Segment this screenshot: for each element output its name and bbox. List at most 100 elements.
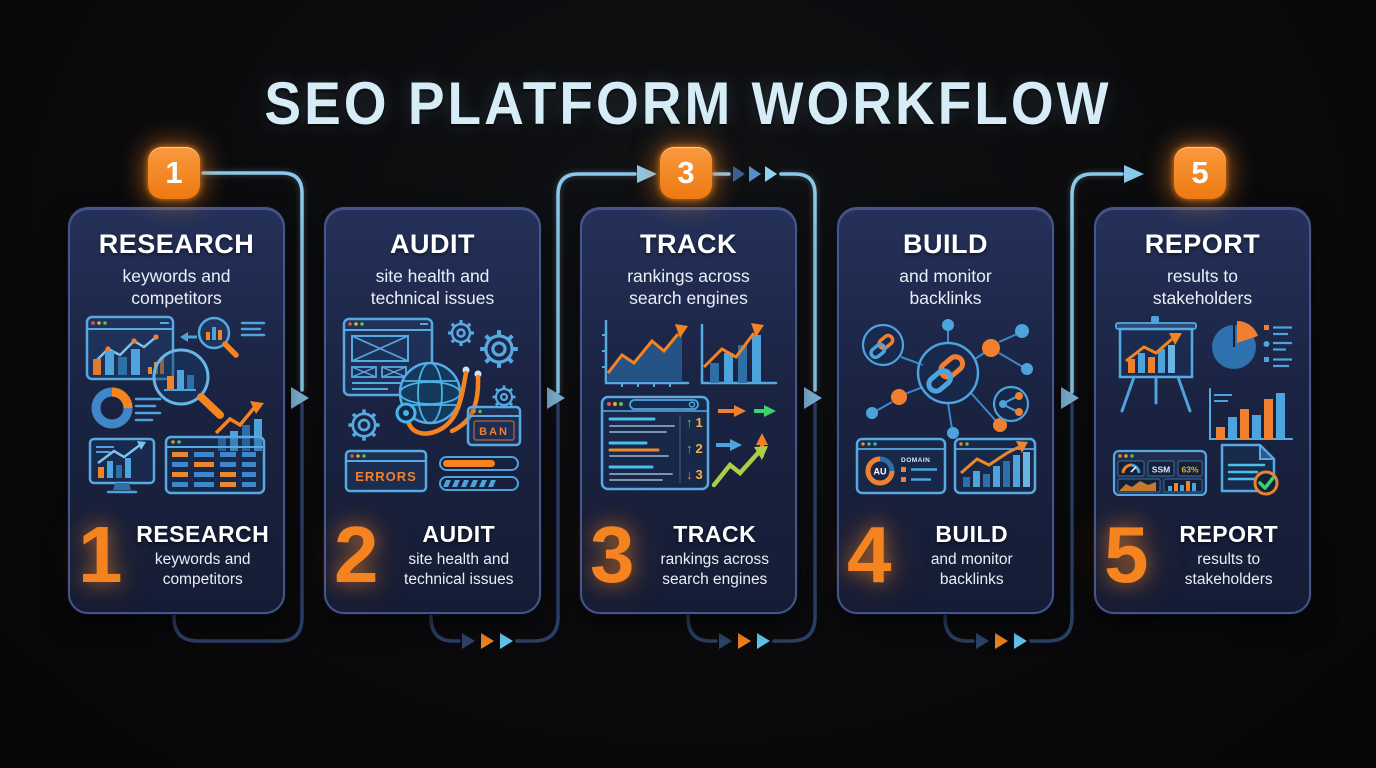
monitor-chart-icon	[88, 437, 156, 494]
step-footer-subtitle: rankings across search engines	[660, 551, 770, 588]
step-card-research: RESEARCH keywords and competitors	[68, 207, 285, 614]
report-icons-illustration: SSM 63%	[1112, 316, 1293, 496]
ban-window-icon: BAN	[466, 405, 522, 447]
gear-icon	[448, 320, 474, 346]
bullet-list-icon	[1263, 325, 1292, 368]
step-footer-title: AUDIT	[422, 521, 496, 548]
big-magnifier-barchart-icon	[152, 348, 224, 419]
step-subtitle: rankings across search engines	[627, 266, 750, 309]
area-chart-icon	[602, 319, 690, 387]
step-footer-title: TRACK	[673, 521, 757, 548]
step-footer: 5 REPORT results to stakeholders	[1104, 503, 1303, 607]
percent-label: 63%	[1181, 465, 1198, 475]
badge-step-5: 5	[1174, 147, 1226, 199]
checkmark-icon	[1258, 476, 1275, 490]
step-footer: 3 TRACK rankings across search engines	[590, 503, 789, 607]
step-footer-title: BUILD	[935, 521, 1009, 548]
svg-text:↓3: ↓3	[686, 467, 703, 482]
step-subtitle: and monitor backlinks	[899, 266, 992, 309]
rank-arrow: ↑	[686, 415, 693, 430]
bottom-flow-lines	[172, 402, 1074, 643]
step-footer: 1 RESEARCH keywords and competitors	[78, 503, 277, 607]
step-title: BUILD	[903, 229, 988, 259]
ban-label: BAN	[479, 426, 509, 438]
step-footer-title: REPORT	[1179, 521, 1279, 548]
step-footer-subtitle: and monitor backlinks	[930, 551, 1013, 588]
rank-arrow: ↓	[686, 467, 693, 482]
step-title: TRACK	[640, 229, 737, 259]
step-card-build: BUILD and monitor backlinks	[837, 207, 1054, 614]
step-footer-subtitle: keywords and competitors	[154, 551, 251, 588]
arrow-into-badge-3	[637, 165, 657, 183]
text-lines-icon	[134, 397, 162, 422]
stethoscope-icon	[395, 366, 482, 436]
serp-rankings-window-icon: ↑1 ↑2 ↓3	[600, 395, 710, 491]
step-footer-subtitle: site health and technical issues	[404, 551, 514, 588]
mid-gap-arrows	[291, 387, 1079, 409]
domain-label: DOMAIN	[901, 457, 930, 464]
errors-label: ERRORS	[355, 469, 417, 484]
audit-icons-illustration: BAN ERRORS	[342, 317, 522, 493]
step-title: AUDIT	[390, 229, 475, 259]
pie-chart-icon	[1212, 320, 1258, 369]
step-subtitle: site health and technical issues	[370, 266, 495, 309]
small-magnifier-icon	[197, 316, 266, 358]
errors-window-icon: ERRORS	[344, 449, 428, 493]
rank-arrow: ↑	[686, 441, 693, 456]
step-footer: 4 BUILD and monitor backlinks	[847, 503, 1046, 607]
step-number: 2	[334, 510, 379, 599]
step-card-report: REPORT results to stakeholders	[1094, 207, 1311, 614]
research-icons-illustration	[85, 315, 266, 495]
bottom-chevrons-step4	[976, 633, 1027, 649]
gear-icon	[492, 385, 516, 409]
step-subtitle: keywords and competitors	[122, 266, 231, 309]
browser-chart-window-icon	[85, 315, 175, 381]
track-icons-illustration: ↑1 ↑2 ↓3	[600, 319, 778, 491]
badge-step-3: 3	[660, 147, 712, 199]
step-number: 1	[78, 510, 123, 599]
step-number: 5	[1104, 510, 1149, 599]
donut-chart-icon	[91, 387, 133, 429]
rank-number: 2	[696, 441, 703, 456]
step-footer: 2 AUDIT site health and technical issues	[334, 503, 533, 607]
step-card-audit: AUDIT site health and technical issues	[324, 207, 541, 614]
gauge-label: AU	[874, 467, 887, 477]
rank-number: 1	[696, 415, 703, 430]
step-title: REPORT	[1144, 229, 1261, 259]
backlink-network-icon	[861, 319, 1033, 439]
step-footer-title: RESEARCH	[136, 521, 270, 548]
arrow-into-badge-5	[1124, 165, 1144, 183]
top-flow-lines	[201, 171, 1124, 394]
step-subtitle: results to stakeholders	[1152, 266, 1253, 309]
report-document-icon	[1220, 443, 1279, 496]
gear-icon	[480, 330, 518, 368]
svg-text:↑1: ↑1	[686, 415, 703, 430]
share-node-icon	[992, 385, 1030, 423]
gear-icon	[348, 409, 380, 441]
step-title: RESEARCH	[98, 229, 255, 259]
presentation-easel-icon	[1115, 316, 1197, 413]
svg-text:↑2: ↑2	[686, 441, 703, 456]
build-icons-illustration: AU DOMAIN	[855, 319, 1037, 495]
badge-step-1: 1	[148, 147, 200, 199]
data-table-icon	[164, 435, 266, 495]
link-growth-chart-icon	[953, 437, 1037, 495]
dashboard-window-icon: SSM 63%	[1112, 449, 1208, 496]
rank-number: 3	[696, 467, 703, 482]
step-card-track: TRACK rankings across search engines	[580, 207, 797, 614]
left-arrow-icon	[180, 332, 197, 342]
step-number: 4	[847, 510, 892, 599]
page-title: SEO PLATFORM WORKFLOW	[264, 68, 1112, 137]
bottom-chevrons-step3	[719, 633, 770, 649]
domain-authority-window-icon: AU DOMAIN	[855, 437, 947, 495]
triple-chevrons-after-badge-3	[733, 166, 777, 182]
step-number: 3	[590, 510, 635, 599]
progress-bars-icon	[439, 456, 519, 491]
ssm-label: SSM	[1152, 465, 1170, 475]
step-footer-subtitle: results to stakeholders	[1184, 551, 1273, 588]
bottom-chevrons-step2	[462, 633, 513, 649]
bar-chart-arrow-icon	[700, 323, 778, 385]
trend-arrows-icon	[711, 405, 776, 488]
